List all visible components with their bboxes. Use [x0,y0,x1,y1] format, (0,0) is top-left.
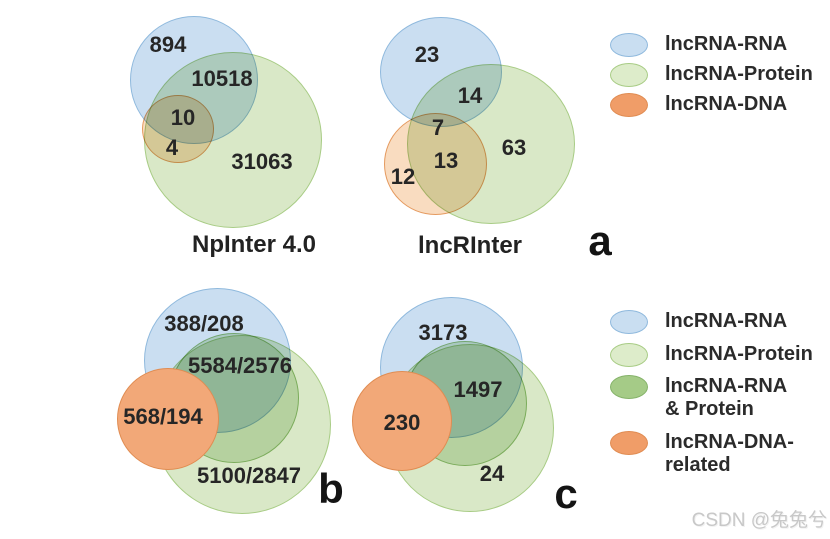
legend-label: lncRNA-RNA [665,310,788,332]
lncrna-rna-swatch-icon [610,33,648,57]
legend-label-line1: lncRNA-DNA- [665,431,794,453]
value-dna-related: 230 [383,410,421,435]
value-triple-overlap: 10 [170,105,196,130]
legend-label: lncRNA-DNA- related [665,431,794,477]
value-rna-only: 388/208 [164,311,244,336]
legend-item-lncrna-protein: lncRNA-Protein [610,343,813,367]
value-dna-only: 12 [390,164,416,189]
csdn-watermark: CSDN @兔兔兮 [691,510,827,531]
legend-label-line2: related [665,454,731,476]
lncrna-protein-swatch-icon [610,63,648,87]
value-dna-protein: 4 [165,135,179,160]
legend-label: lncRNA-RNA [665,33,788,55]
legend-label-line1: lncRNA-RNA [665,375,788,397]
panel-title-npinter: NpInter 4.0 [191,231,317,258]
legend-item-lncrna-rna: lncRNA-RNA [610,310,787,334]
value-dna-related: 568/194 [123,404,203,429]
legend-label: lncRNA-DNA [665,93,788,115]
legend-item-lncrna-rna: lncRNA-RNA [610,33,787,57]
value-protein-only: 5100/2847 [197,463,301,488]
legend-item-lncrna-dna-related: lncRNA-DNA- related [610,431,794,477]
legend-item-lncrna-rna-and-protein: lncRNA-RNA & Protein [610,375,787,421]
venn-dna-related-circle [352,371,452,471]
value-rna-only: 23 [414,42,440,67]
lncrna-protein-swatch-icon [610,343,648,367]
lncrna-dna-swatch-icon [610,93,648,117]
value-triple-overlap: 7 [431,115,445,140]
value-rna-only: 894 [149,32,187,57]
venn-dna-circle [142,95,214,163]
venn-dna-circle [384,113,487,215]
lncrna-dna-related-swatch-icon [610,431,648,455]
panel-letter-b: b [318,465,344,512]
value-rna-protein: 10518 [191,66,253,91]
panel-title-lncrinter: lncRInter [417,232,523,259]
legend-label: lncRNA-Protein [665,343,813,365]
venn-dna-related-circle [117,368,219,470]
lncrna-rna-swatch-icon [610,310,648,334]
value-rna-protein: 14 [457,83,483,108]
panel-letter-c: c [554,470,578,517]
value-protein-only: 24 [479,461,505,486]
legend-item-lncrna-protein: lncRNA-Protein [610,63,813,87]
value-protein-only: 63 [501,135,527,160]
value-rna-and-protein: 1497 [453,377,503,402]
legend-label: lncRNA-Protein [665,63,813,85]
value-rna-only: 3173 [418,320,468,345]
legend-label-line2: & Protein [665,398,754,420]
legend-item-lncrna-dna: lncRNA-DNA [610,93,787,117]
value-rna-and-protein: 5584/2576 [188,353,292,378]
lncrna-rna-and-protein-swatch-icon [610,375,648,399]
value-dna-protein: 13 [433,148,459,173]
panel-letter-a: a [588,217,612,264]
value-protein-only: 31063 [231,149,293,174]
legend-label: lncRNA-RNA & Protein [665,375,787,421]
